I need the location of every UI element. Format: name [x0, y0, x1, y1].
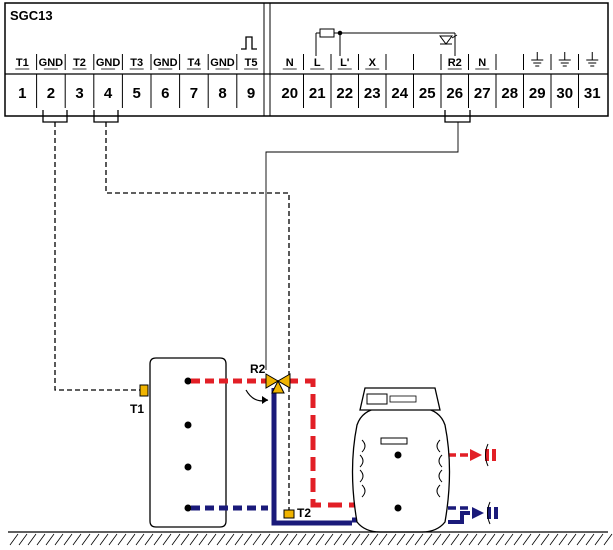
sensor-wires [54, 122, 290, 512]
valve-r2-label: R2 [250, 362, 266, 376]
terminal-header-21: L [314, 57, 321, 69]
terminal-number-25: 25 [419, 85, 436, 102]
triac-icon [439, 34, 458, 45]
terminal-header-8: GND [210, 57, 235, 69]
terminal-header-27: N [478, 57, 486, 69]
terminal-header-23: X [369, 57, 377, 69]
wire-sensor-t1 [54, 122, 140, 391]
terminal-number-26: 26 [446, 85, 463, 102]
ground-icon [558, 52, 571, 67]
terminal-header-2: GND [39, 57, 64, 69]
terminal-number-31: 31 [584, 85, 601, 102]
terminal-number-7: 7 [190, 85, 198, 102]
floor-ground [8, 531, 613, 546]
boiler-icon [351, 387, 451, 533]
terminal-header-6: GND [153, 57, 178, 69]
terminal-number-28: 28 [501, 85, 518, 102]
controller-terminal-strip: SGC13 T1 GND T2 GND T3 GND T4 GND T5 N L L' X R2 N 1 2… [4, 2, 609, 117]
terminal-number-27: 27 [474, 85, 491, 102]
cold-pipe-outlet [448, 511, 470, 524]
terminal-header-7: T4 [187, 57, 201, 69]
terminal-header-1: T1 [16, 57, 29, 69]
terminal-header-3: T2 [73, 57, 86, 69]
hot-pipe-valve-boiler [284, 378, 368, 508]
hot-water-pipes [191, 378, 470, 508]
pulse-signal-icon [241, 36, 257, 50]
terminal-number-1: 1 [18, 85, 26, 102]
wire-valve-r2 [265, 122, 459, 370]
terminal-header-4: GND [96, 57, 121, 69]
sensor-t1-label: T1 [130, 402, 144, 416]
terminal-header-22: L' [340, 57, 350, 69]
terminal-number-2: 2 [47, 85, 55, 102]
terminal-header-5: T3 [130, 57, 143, 69]
fuse-circuit [315, 28, 456, 56]
terminal-number-22: 22 [336, 85, 353, 102]
sensor-t1-icon [139, 384, 149, 397]
boiler-display-icon [366, 393, 388, 405]
connector-r2 [444, 110, 471, 123]
three-way-valve-icon [245, 373, 291, 404]
wire-sensor-t2 [105, 122, 290, 512]
terminal-number-30: 30 [556, 85, 573, 102]
terminal-number-6: 6 [161, 85, 169, 102]
terminal-number-8: 8 [218, 85, 226, 102]
terminal-header-9: T5 [245, 57, 258, 69]
sensor-t2-label: T2 [297, 506, 311, 520]
hot-flow-arrow-icon [470, 443, 496, 467]
terminal-number-24: 24 [391, 85, 408, 102]
storage-tank-icon [149, 357, 227, 528]
controller-model-label: SGC13 [10, 8, 53, 23]
terminal-number-4: 4 [104, 85, 113, 102]
terminal-number-29: 29 [529, 85, 546, 102]
sensor-t2-icon [283, 509, 295, 519]
ground-icon [531, 52, 544, 67]
terminal-number-5: 5 [133, 85, 141, 102]
cold-flow-arrow-icon [472, 501, 498, 525]
terminal-number-3: 3 [75, 85, 83, 102]
terminal-number-9: 9 [247, 85, 255, 102]
terminal-number-23: 23 [364, 85, 381, 102]
terminal-header-26: R2 [448, 57, 462, 69]
terminal-header-20: N [286, 57, 294, 69]
cold-pipe-valve-return [271, 388, 352, 526]
terminal-number-21: 21 [309, 85, 326, 102]
ground-icon [586, 52, 599, 67]
terminal-number-20: 20 [281, 85, 298, 102]
